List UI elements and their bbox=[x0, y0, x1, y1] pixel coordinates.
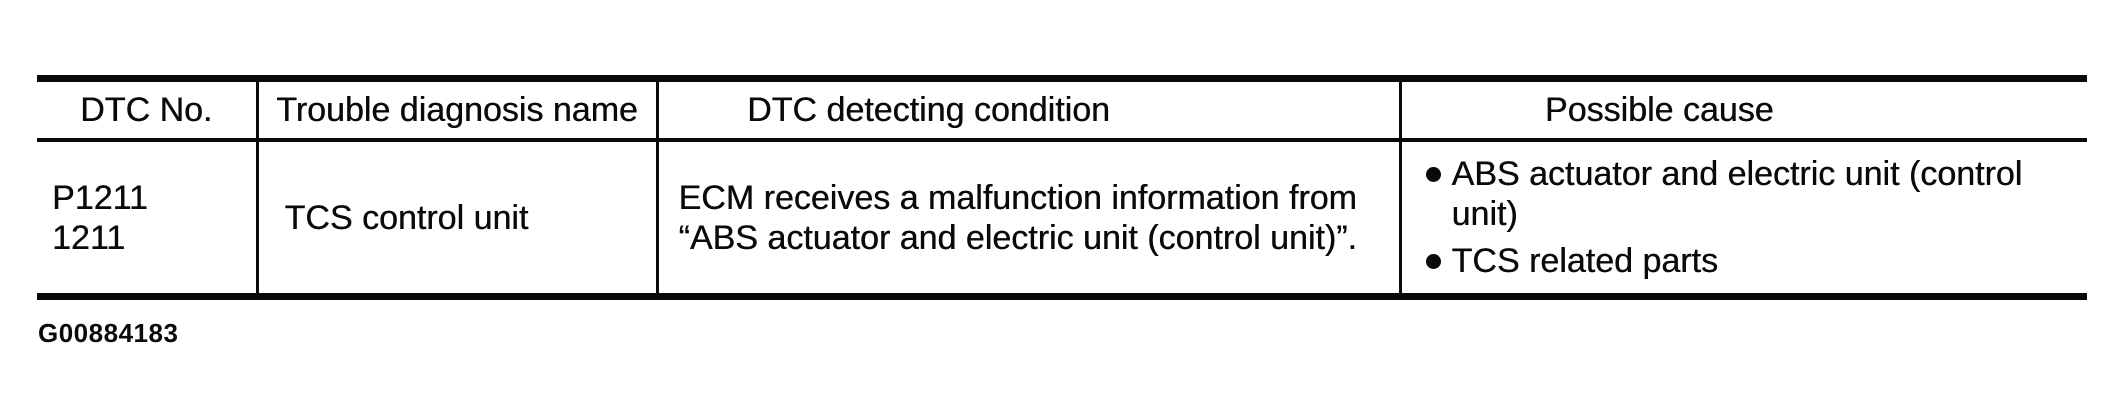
cell-trouble-diagnosis-name: TCS control unit bbox=[255, 140, 657, 297]
possible-cause-text: ABS actuator and electric unit (control … bbox=[1451, 155, 2023, 233]
bullet-icon bbox=[1425, 254, 1441, 269]
bullet-icon bbox=[1425, 167, 1441, 182]
column-header-possible-cause: Possible cause bbox=[1398, 78, 2087, 142]
possible-cause-item: ABS actuator and electric unit (control … bbox=[1425, 154, 2080, 234]
column-header-dtc-detecting-condition: DTC detecting condition bbox=[655, 78, 1400, 142]
header-row: DTC No. Trouble diagnosis name DTC detec… bbox=[37, 78, 2087, 142]
dtc-code-line-2: 1211 bbox=[52, 218, 126, 257]
possible-cause-text: TCS related parts bbox=[1451, 242, 1718, 280]
possible-cause-item: TCS related parts bbox=[1425, 241, 2080, 281]
figure-code: G00884183 bbox=[38, 318, 179, 348]
table-row: P1211 1211 TCS control unit ECM receives… bbox=[37, 140, 2087, 297]
dtc-detecting-condition-text: ECM receives a malfunction information f… bbox=[678, 178, 1357, 257]
cell-possible-cause: ABS actuator and electric unit (control … bbox=[1398, 140, 2087, 297]
column-header-dtc-no: DTC No. bbox=[37, 78, 257, 142]
cell-dtc-no: P1211 1211 bbox=[37, 140, 257, 297]
dtc-table: DTC No. Trouble diagnosis name DTC detec… bbox=[37, 75, 2087, 300]
dtc-code-line-1: P1211 bbox=[52, 178, 148, 217]
column-header-trouble-diagnosis-name: Trouble diagnosis name bbox=[255, 78, 657, 142]
cell-dtc-detecting-condition: ECM receives a malfunction information f… bbox=[655, 140, 1400, 297]
